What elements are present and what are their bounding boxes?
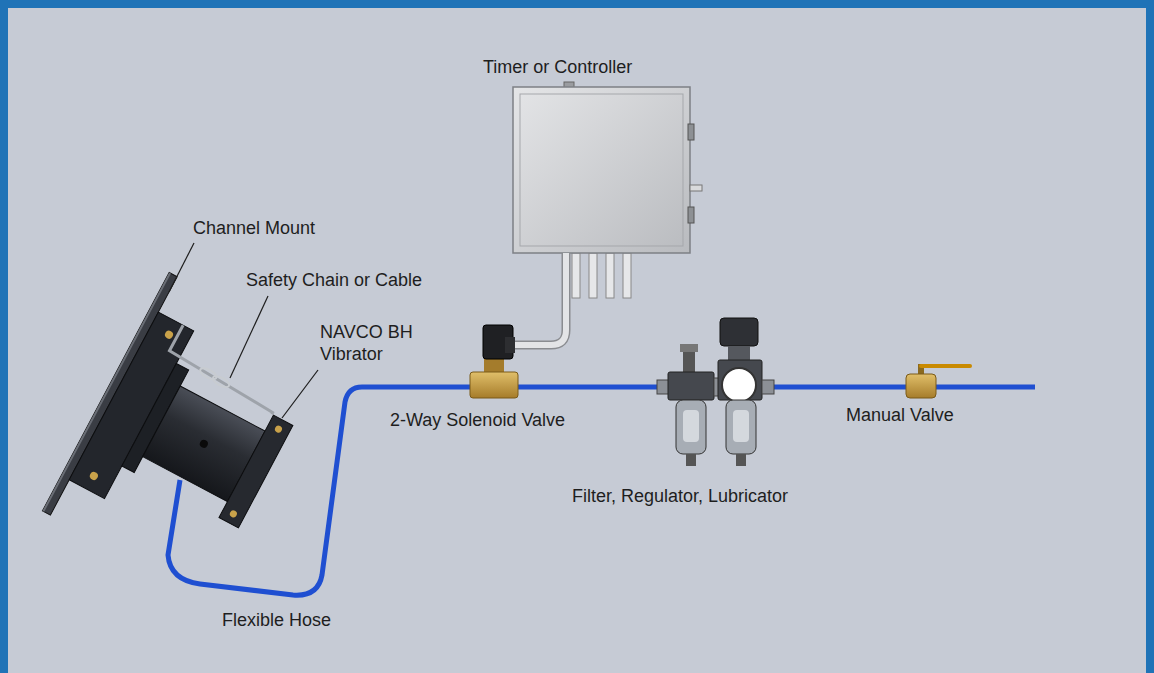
part-label: Filter, Regulator, Lubricator (572, 486, 788, 508)
part-label: Flexible Hose (222, 610, 331, 632)
part-label: 2-Way Solenoid Valve (390, 410, 565, 432)
part-label: Manual Valve (846, 405, 954, 427)
part-label: Safety Chain or Cable (246, 270, 422, 292)
part-label: NAVCO BH Vibrator (320, 322, 420, 365)
leader-lines (169, 243, 318, 418)
frl-unit (657, 318, 774, 466)
frame (4, 4, 1150, 673)
part-label: Timer or Controller (483, 57, 632, 79)
controller-box (512, 82, 702, 345)
vibrator-assembly (42, 273, 329, 596)
ball-valve (906, 364, 970, 398)
part-label: Channel Mount (193, 218, 315, 240)
air-line (168, 387, 1035, 595)
solenoid-valve (470, 325, 518, 398)
